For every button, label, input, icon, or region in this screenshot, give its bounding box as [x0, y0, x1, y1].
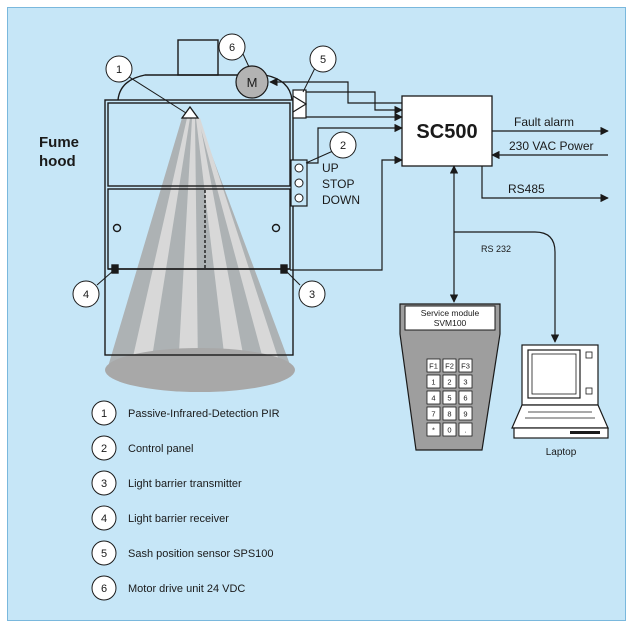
legend-number-circle	[91, 435, 117, 461]
legend-number-circle	[91, 540, 117, 566]
legend-text: Light barrier receiver	[128, 513, 229, 525]
legend-text: Light barrier transmitter	[128, 478, 242, 490]
legend-number: 1	[101, 408, 107, 420]
controller-label: SC500	[416, 121, 477, 143]
fault-alarm-label: Fault alarm	[514, 115, 574, 129]
keypad-key-label: 8	[447, 410, 451, 419]
callout-2-number: 2	[340, 140, 346, 152]
keypad-key-label: 9	[463, 410, 467, 419]
legend-item: 2 Control panel	[91, 435, 193, 461]
legend-number-circle	[91, 575, 117, 601]
callout-2: 2	[329, 131, 357, 159]
laptop-label: Laptop	[546, 447, 577, 458]
callout-3-number: 3	[309, 289, 315, 301]
keypad-key: 2	[442, 374, 457, 389]
keypad-key-label: 3	[463, 378, 467, 387]
keypad-key-label: 2	[447, 378, 451, 387]
keypad-key: 4	[426, 390, 441, 405]
laptop-icon	[511, 344, 609, 439]
hood-label-line1: Fume	[39, 134, 79, 151]
legend-text: Motor drive unit 24 VDC	[128, 583, 245, 595]
control-stop-label: STOP	[322, 177, 354, 191]
keypad-key-label: 6	[463, 394, 467, 403]
service-module-screen	[404, 305, 496, 331]
hood-label-line2: hood	[39, 153, 76, 170]
keypad-key-label: 7	[431, 410, 435, 419]
stop-button-icon	[294, 178, 304, 188]
keypad-key: F2	[442, 358, 457, 373]
keypad-key: F1	[426, 358, 441, 373]
keypad-key: 8	[442, 406, 457, 421]
keypad-key-label: 4	[431, 394, 435, 403]
callout-1: 1	[105, 55, 133, 83]
callout-5-number: 5	[320, 54, 326, 66]
sash-sensor-icon	[292, 89, 307, 119]
legend-item: 4 Light barrier receiver	[91, 505, 229, 531]
legend-item: 1 Passive-Infrared-Detection PIR	[91, 400, 280, 426]
callout-5: 5	[309, 45, 337, 73]
keypad-key-label: .	[464, 426, 466, 435]
keypad-key-label: 1	[431, 378, 435, 387]
keypad-key: *	[426, 422, 441, 437]
keypad-key: 3	[458, 374, 473, 389]
motor-icon	[235, 65, 269, 99]
callout-1-number: 1	[116, 64, 122, 76]
keypad-key-label: F2	[445, 362, 454, 371]
up-button-icon	[294, 163, 304, 173]
service-module-keypad: F1 F2 F3 1 2 3 4 5 6 7 8 9 * 0.	[426, 358, 473, 437]
legend-number: 3	[101, 478, 107, 490]
callout-6: 6	[218, 33, 246, 61]
fume-hood	[104, 39, 294, 356]
legend-number-circle	[91, 400, 117, 426]
keypad-key: 9	[458, 406, 473, 421]
legend-number-circle	[91, 505, 117, 531]
legend-number: 6	[101, 583, 107, 595]
legend-number: 5	[101, 548, 107, 560]
control-up-label: UP	[322, 161, 339, 175]
keypad-key: 0	[442, 422, 457, 437]
legend-number: 2	[101, 443, 107, 455]
legend-text: Sash position sensor SPS100	[128, 548, 274, 560]
keypad-key-label: *	[432, 426, 435, 435]
legend-item: 5 Sash position sensor SPS100	[91, 540, 274, 566]
wiring	[269, 77, 609, 343]
control-down-label: DOWN	[322, 193, 360, 207]
service-module-model: SVM100	[434, 318, 467, 328]
callout-leaders	[96, 53, 334, 286]
legend-item: 3 Light barrier transmitter	[91, 470, 242, 496]
keypad-key: .	[458, 422, 473, 437]
power-label: 230 VAC Power	[509, 139, 594, 153]
callout-4-number: 4	[83, 289, 89, 301]
keypad-key-label: F1	[429, 362, 438, 371]
down-button-icon	[294, 193, 304, 203]
rs232-label: RS 232	[481, 244, 511, 254]
motor-symbol: M	[247, 75, 258, 90]
keypad-key: 1	[426, 374, 441, 389]
callout-3: 3	[298, 280, 326, 308]
legend: 1 Passive-Infrared-Detection PIR 2 Control …	[91, 400, 280, 601]
legend-item: 6 Motor drive unit 24 VDC	[91, 575, 245, 601]
legend-number-circle	[91, 470, 117, 496]
keypad-key: 6	[458, 390, 473, 405]
callout-6-number: 6	[229, 42, 235, 54]
service-module-title: Service module	[421, 308, 480, 318]
keypad-key-label: 5	[447, 394, 451, 403]
keypad-key-label: F3	[461, 362, 470, 371]
legend-text: Passive-Infrared-Detection PIR	[128, 408, 280, 420]
keypad-key: 5	[442, 390, 457, 405]
keypad-key-label: 0	[447, 426, 451, 435]
legend-text: Control panel	[128, 443, 193, 455]
callout-4: 4	[72, 280, 100, 308]
legend-number: 4	[101, 513, 107, 525]
rs485-label: RS485	[508, 182, 545, 196]
keypad-key: 7	[426, 406, 441, 421]
keypad-key: F3	[458, 358, 473, 373]
pir-detection-cone	[105, 118, 295, 392]
